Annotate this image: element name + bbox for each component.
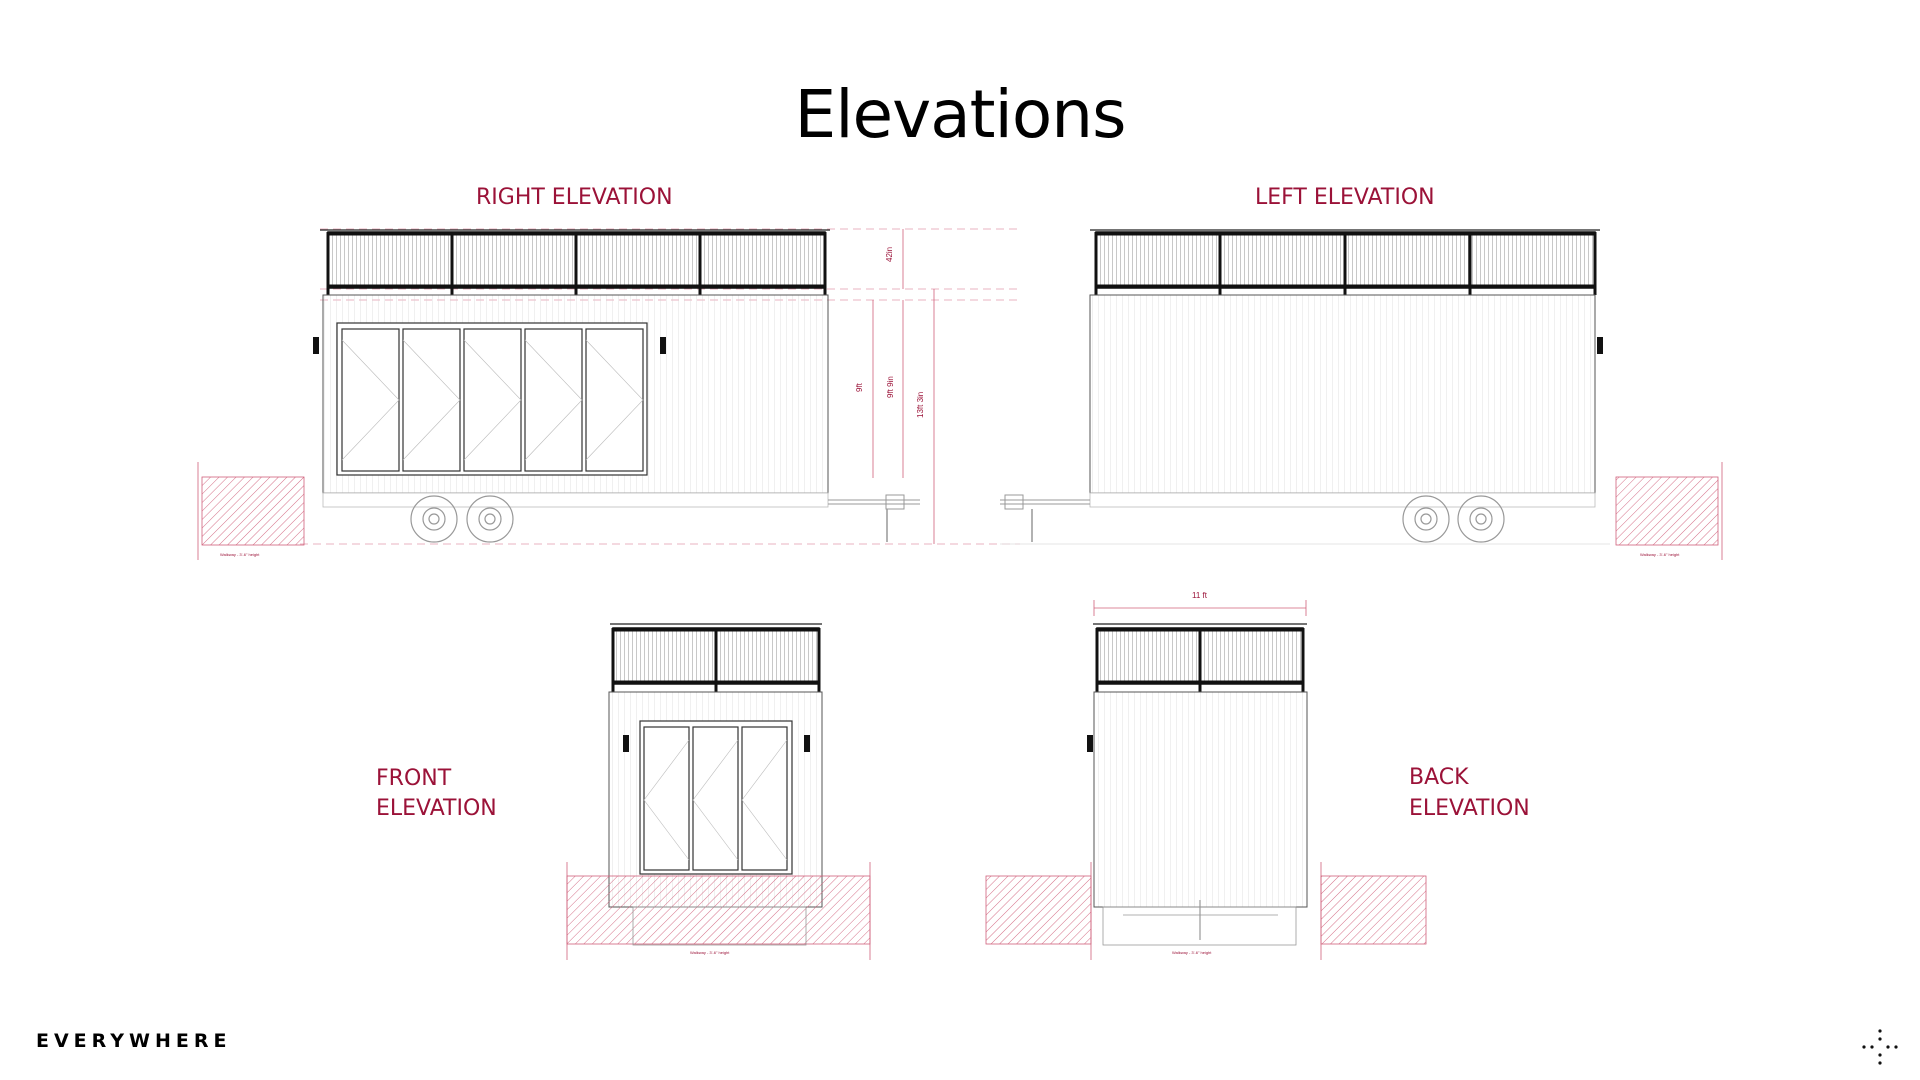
right-walkway-note: Walkway - 3'-6" height: [220, 552, 260, 557]
left-elevation-label: LEFT ELEVATION: [1255, 185, 1435, 210]
right-wheels: [410, 495, 514, 543]
back-width-dimension: [1093, 600, 1307, 616]
back-elevation-label-line2: ELEVATION: [1409, 796, 1530, 821]
right-elevation-label: RIGHT ELEVATION: [476, 185, 673, 210]
front-wall-light-1: [623, 735, 629, 752]
right-walkway-hatch: [201, 476, 305, 546]
right-dimension-lines: [872, 229, 935, 544]
back-wall-light: [1087, 735, 1093, 752]
right-guide-lines: [300, 228, 1020, 545]
left-wheels: [1402, 495, 1505, 543]
dim-width: 11 ft: [1192, 591, 1208, 600]
front-elevation-label-line2: ELEVATION: [376, 796, 497, 821]
back-container-body: [1093, 691, 1308, 908]
left-elevation-drawing: Walkway - 3'-6" height: [1000, 229, 1723, 560]
right-wall-light-1: [313, 337, 319, 354]
front-elevation-label-line1: FRONT: [376, 766, 452, 791]
front-doors: [639, 720, 793, 875]
front-wall-light-2: [804, 735, 810, 752]
back-walkway-note: Walkway - 3'-6" height: [1172, 950, 1212, 955]
front-walkway-note: Walkway - 3'-6" height: [690, 950, 730, 955]
left-walkway-note: Walkway - 3'-6" height: [1640, 552, 1680, 557]
right-wall-light-2: [660, 337, 666, 354]
brand-wordmark: EVERYWHERE: [36, 1030, 232, 1052]
back-walkway-hatch-left: [985, 875, 1092, 945]
front-walkway-hatch: [566, 875, 871, 945]
dim-door-height: 9ft: [855, 382, 864, 392]
dim-wall-height: 9ft 9in: [886, 376, 895, 398]
left-container-body: [1089, 294, 1596, 494]
front-elevation-drawing: Walkway - 3'-6" height: [566, 623, 871, 960]
back-elevation-drawing: 11 ft Walkway - 3'-6" height: [985, 591, 1427, 960]
back-elevation-label-line1: BACK: [1409, 765, 1469, 790]
back-walkway-hatch-right: [1320, 875, 1427, 945]
dim-total-height: 13ft 3in: [916, 392, 925, 418]
left-walkway-hatch: [1615, 476, 1719, 546]
dim-railing-height: 42in: [885, 247, 894, 262]
dot-cross-icon: [1862, 1029, 1898, 1065]
right-elevation-drawing: Walkway - 3'-6" height 42in 9ft 9ft 9in …: [197, 228, 1020, 560]
right-folding-doors: [336, 322, 648, 476]
page-title: Elevations: [794, 76, 1127, 153]
left-wall-light: [1597, 337, 1603, 354]
